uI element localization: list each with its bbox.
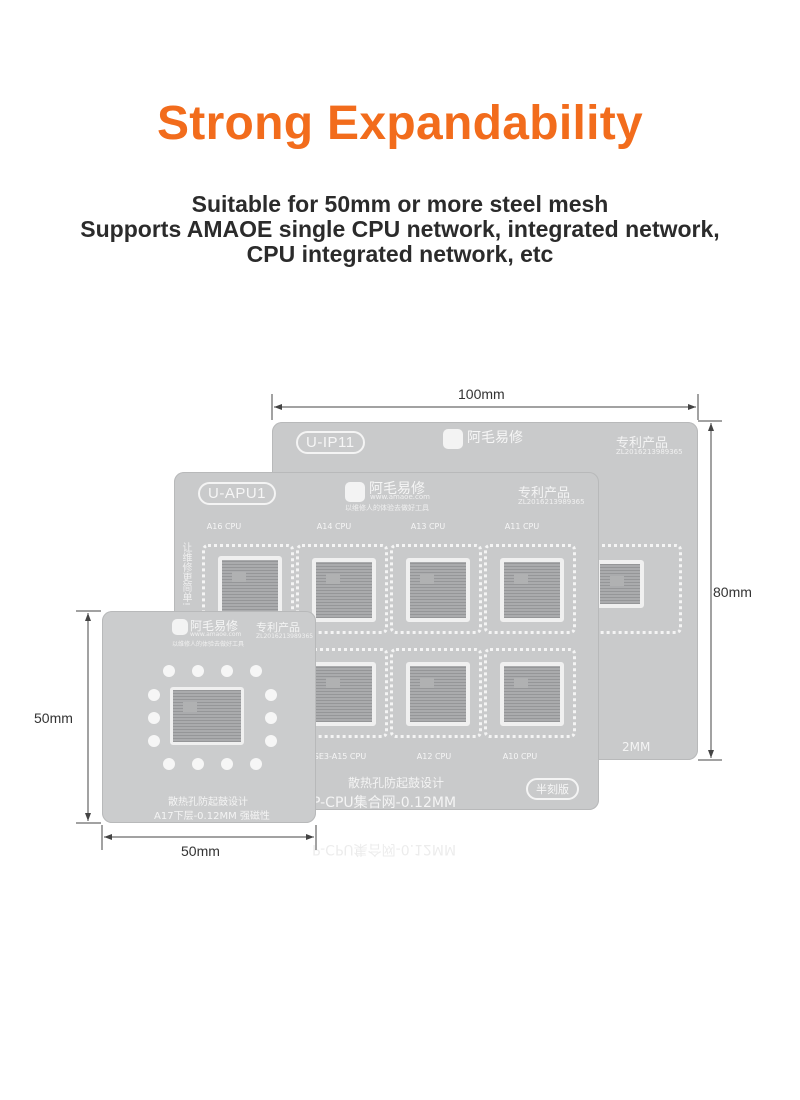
model-badge: U-IP11 [296, 431, 365, 454]
hole [163, 758, 175, 770]
hole [265, 689, 277, 701]
chip-pattern-a16 [218, 556, 282, 620]
cpu-label-a16: A16 CPU [206, 522, 242, 531]
subtitle-line-1: Suitable for 50mm or more steel mesh [191, 191, 609, 217]
cpu-label-a14: A14 CPU [316, 522, 352, 531]
hole [192, 758, 204, 770]
heat-design-text: 散热孔防起鼓设计 [168, 797, 248, 808]
subtitle-line-2: Supports AMAOE single CPU network, integ… [80, 216, 720, 242]
cpu-label-se3-a15: SE3-A15 CPU [313, 752, 367, 761]
thickness-label: 2MM [622, 740, 651, 754]
hole [221, 758, 233, 770]
dim-bottom-width: 50mm [181, 843, 220, 859]
patent-label: 专利产品 [518, 486, 571, 501]
heat-design-text: 散热孔防起鼓设计 [348, 776, 445, 790]
brand-slogan: 以维修人的体验去做好工具 [345, 504, 429, 512]
spec-text: A17下层-0.12MM 强磁性 [154, 811, 270, 822]
hole [148, 689, 160, 701]
cpu-label-a12: A12 CPU [416, 752, 452, 761]
half-etch-badge: 半刻版 [526, 778, 579, 800]
hole [148, 712, 160, 724]
subtitle-line-3: CPU integrated network, etc [246, 241, 554, 267]
chip-pattern-a12 [406, 662, 470, 726]
brand-logo-icon [443, 429, 463, 449]
cpu-label-a10: A10 CPU [502, 752, 538, 761]
chip-site-3 [390, 544, 482, 634]
cpu-label-a11: A11 CPU [504, 522, 540, 531]
chip-pattern-a17 [170, 687, 244, 745]
patent-number: ZL2016213989365 [616, 448, 683, 456]
chip-pattern-se3 [312, 662, 376, 726]
chip-site-7 [390, 648, 482, 738]
brand-site: www.amaoe.com [370, 493, 430, 501]
brand-logo-icon [172, 619, 188, 635]
hole [192, 665, 204, 677]
chip-pattern [596, 560, 644, 608]
hole [148, 735, 160, 747]
brand-name: 阿毛易修 [467, 430, 523, 446]
chip-pattern-a10 [500, 662, 564, 726]
chip-site-4 [484, 544, 576, 634]
chip-site-8 [484, 648, 576, 738]
hole [265, 735, 277, 747]
dim-top-width: 100mm [458, 386, 505, 402]
chip-pattern-a14 [312, 558, 376, 622]
dim-right-height: 80mm [713, 584, 752, 600]
patent-number: ZL2016213989365 [518, 498, 585, 506]
hole [250, 758, 262, 770]
patent-number: ZL2016213989365 [256, 633, 314, 640]
model-badge: U-APU1 [198, 482, 277, 505]
brand-name: 阿毛易修 [190, 619, 239, 633]
net-spec-text: P-CPU集合网-0.12MM [312, 795, 457, 810]
brand-name: 阿毛易修 [369, 481, 425, 497]
patent-label: 专利产品 [616, 436, 669, 451]
headline: Strong Expandability [156, 97, 644, 150]
reflection-text: P-CPU集合网-0.12MM [312, 841, 457, 857]
hole [163, 665, 175, 677]
side-slogan: 让维修更简单! [180, 542, 191, 607]
chip-pattern-a11 [500, 558, 564, 622]
stencil-a17: 阿毛易修 www.amaoe.com 以维修人的体验去做好工具 专利产品 ZL2… [102, 611, 316, 823]
chip-pattern-a13 [406, 558, 470, 622]
dim-left-height: 50mm [34, 710, 73, 726]
patent-label: 专利产品 [256, 621, 300, 634]
chip-site-2 [296, 544, 388, 634]
hole [250, 665, 262, 677]
brand-slogan: 以维修人的体验去做好工具 [172, 641, 245, 648]
brand-logo-icon [345, 482, 365, 502]
brand-site: www.amaoe.com [190, 631, 242, 638]
hole [221, 665, 233, 677]
plate-reflection: P-CPU集合网-0.12MM [312, 820, 602, 860]
hole [265, 712, 277, 724]
cpu-label-a13: A13 CPU [410, 522, 446, 531]
